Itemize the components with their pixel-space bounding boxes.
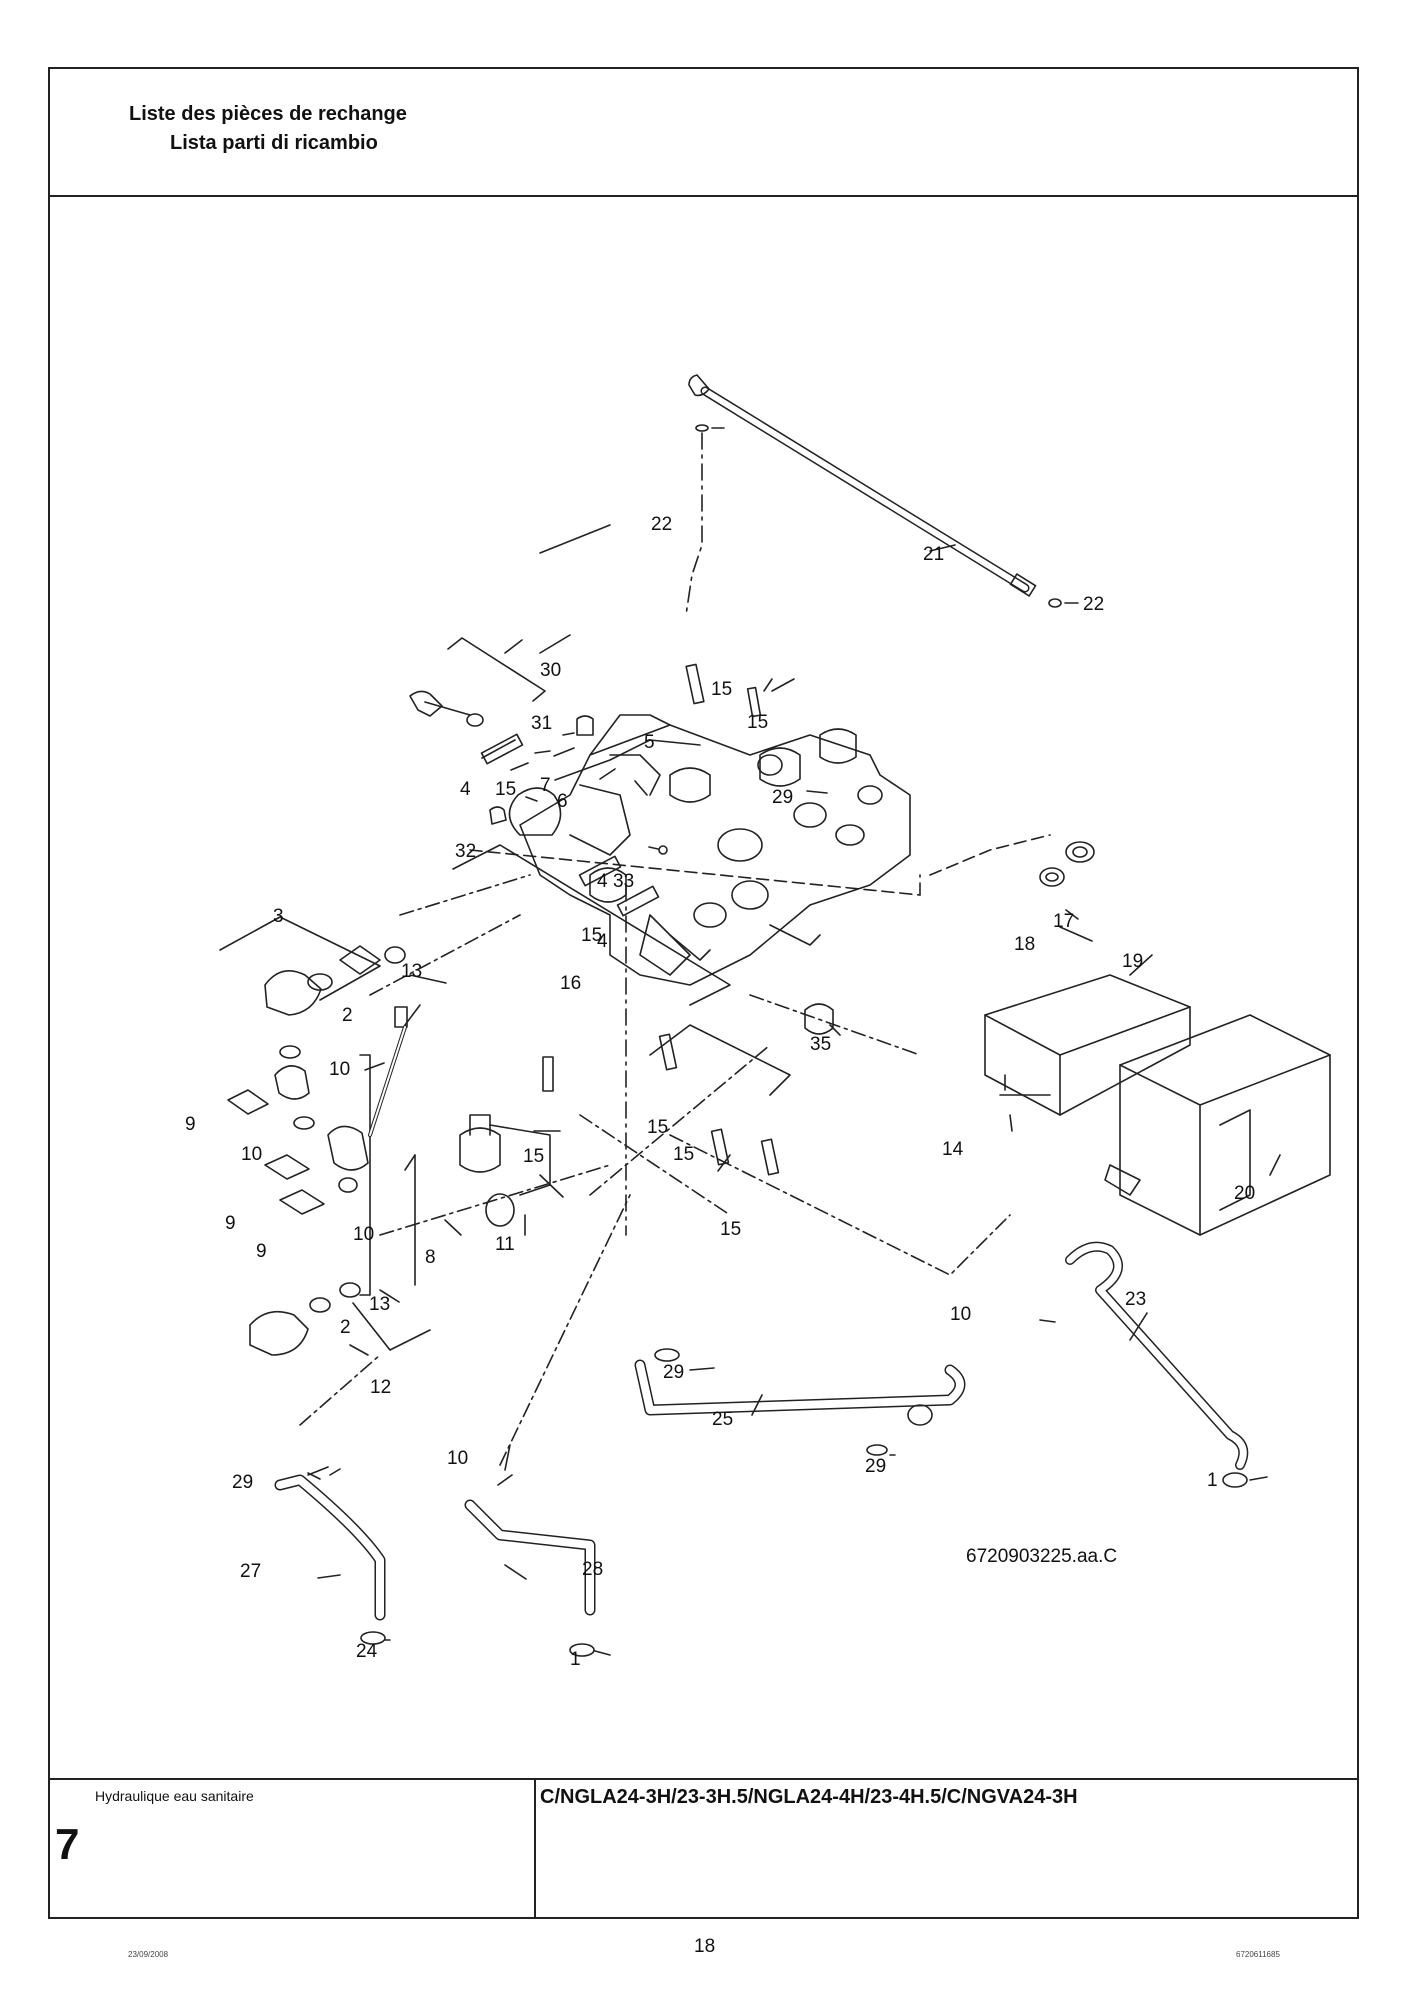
storage-tank-20 [1104,1014,1331,1236]
svg-text:9: 9 [225,1213,236,1234]
svg-text:29: 29 [865,1456,886,1477]
svg-text:32: 32 [455,841,476,862]
sheet-header: Liste des pièces de rechange Lista parti… [50,69,1357,197]
svg-text:25: 25 [712,1409,733,1430]
svg-text:27: 27 [240,1561,261,1582]
svg-text:29: 29 [232,1472,253,1493]
svg-text:9: 9 [185,1114,196,1135]
svg-text:10: 10 [353,1224,374,1245]
svg-text:10: 10 [329,1059,350,1080]
svg-text:4: 4 [597,871,608,892]
svg-text:4: 4 [460,779,471,800]
svg-text:13: 13 [369,1294,390,1315]
svg-text:35: 35 [810,1034,831,1055]
svg-text:24: 24 [356,1641,378,1662]
svg-text:1: 1 [1207,1470,1218,1491]
svg-text:15: 15 [647,1117,668,1138]
svg-text:8: 8 [425,1247,436,1268]
svg-text:15: 15 [747,712,768,733]
svg-text:4: 4 [597,931,608,952]
pipe-21 [688,374,1037,597]
seal-22-right [1048,598,1062,608]
page-number: 18 [694,1936,716,1957]
print-date: 23/09/2008 [128,1950,169,1959]
hydraulic-block [519,714,911,986]
svg-text:15: 15 [581,925,602,946]
section-label: Hydraulique eau sanitaire [95,1788,254,1804]
figure-code: 6720903225.aa.C [966,1546,1117,1567]
svg-text:2: 2 [342,1005,353,1026]
model-designation: C/NGLA24-3H/23-3H.5/NGLA24-4H/23-4H.5/C/… [540,1786,1078,1808]
diagram-svg: 22 21 22 30 31 15 15 5 7 4 15 6 29 32 4 … [185,374,1331,1670]
title-french: Liste des pièces de rechange [129,103,407,125]
svg-text:1: 1 [570,1649,581,1670]
svg-text:33: 33 [613,871,634,892]
svg-text:17: 17 [1053,911,1074,932]
sheet-footer: Hydraulique eau sanitaire 7 C/NGLA24-3H/… [50,1778,1357,1917]
svg-text:16: 16 [560,973,581,994]
svg-text:3: 3 [273,906,284,927]
svg-text:14: 14 [942,1139,964,1160]
svg-text:12: 12 [370,1377,391,1398]
footer-section-cell: Hydraulique eau sanitaire 7 [50,1780,536,1917]
parts-sheet: Liste des pièces de rechange Lista parti… [48,67,1359,1919]
svg-text:18: 18 [1014,934,1035,955]
svg-text:13: 13 [401,961,422,982]
svg-text:15: 15 [720,1219,741,1240]
svg-text:10: 10 [950,1304,971,1325]
svg-text:20: 20 [1234,1183,1255,1204]
svg-text:10: 10 [241,1144,262,1165]
svg-text:15: 15 [711,679,732,700]
svg-text:22: 22 [651,514,672,535]
svg-text:9: 9 [256,1241,267,1262]
svg-text:15: 15 [673,1144,694,1165]
svg-text:6: 6 [557,791,568,812]
callout-numbers: 22 21 22 30 31 15 15 5 7 4 15 6 29 32 4 … [185,514,1255,1670]
svg-text:28: 28 [582,1559,603,1580]
seal-22-top [695,424,709,432]
svg-text:19: 19 [1122,951,1143,972]
svg-text:31: 31 [531,713,552,734]
svg-text:29: 29 [772,787,793,808]
svg-text:10: 10 [447,1448,468,1469]
svg-text:22: 22 [1083,594,1104,615]
document-code: 6720611685 [1236,1950,1280,1959]
svg-text:2: 2 [340,1317,351,1338]
svg-text:15: 15 [495,779,516,800]
svg-text:15: 15 [523,1146,544,1167]
svg-text:21: 21 [923,544,944,565]
svg-text:29: 29 [663,1362,684,1383]
svg-text:5: 5 [644,732,655,753]
svg-text:11: 11 [495,1234,515,1255]
heat-exchanger-19 [984,974,1191,1116]
title-italian: Lista parti di ricambio [170,132,378,154]
svg-text:23: 23 [1125,1289,1146,1310]
svg-text:30: 30 [540,660,561,681]
exploded-parts-diagram: 22 21 22 30 31 15 15 5 7 4 15 6 29 32 4 … [50,195,1357,1783]
svg-text:7: 7 [540,775,551,796]
section-number: 7 [55,1820,80,1869]
